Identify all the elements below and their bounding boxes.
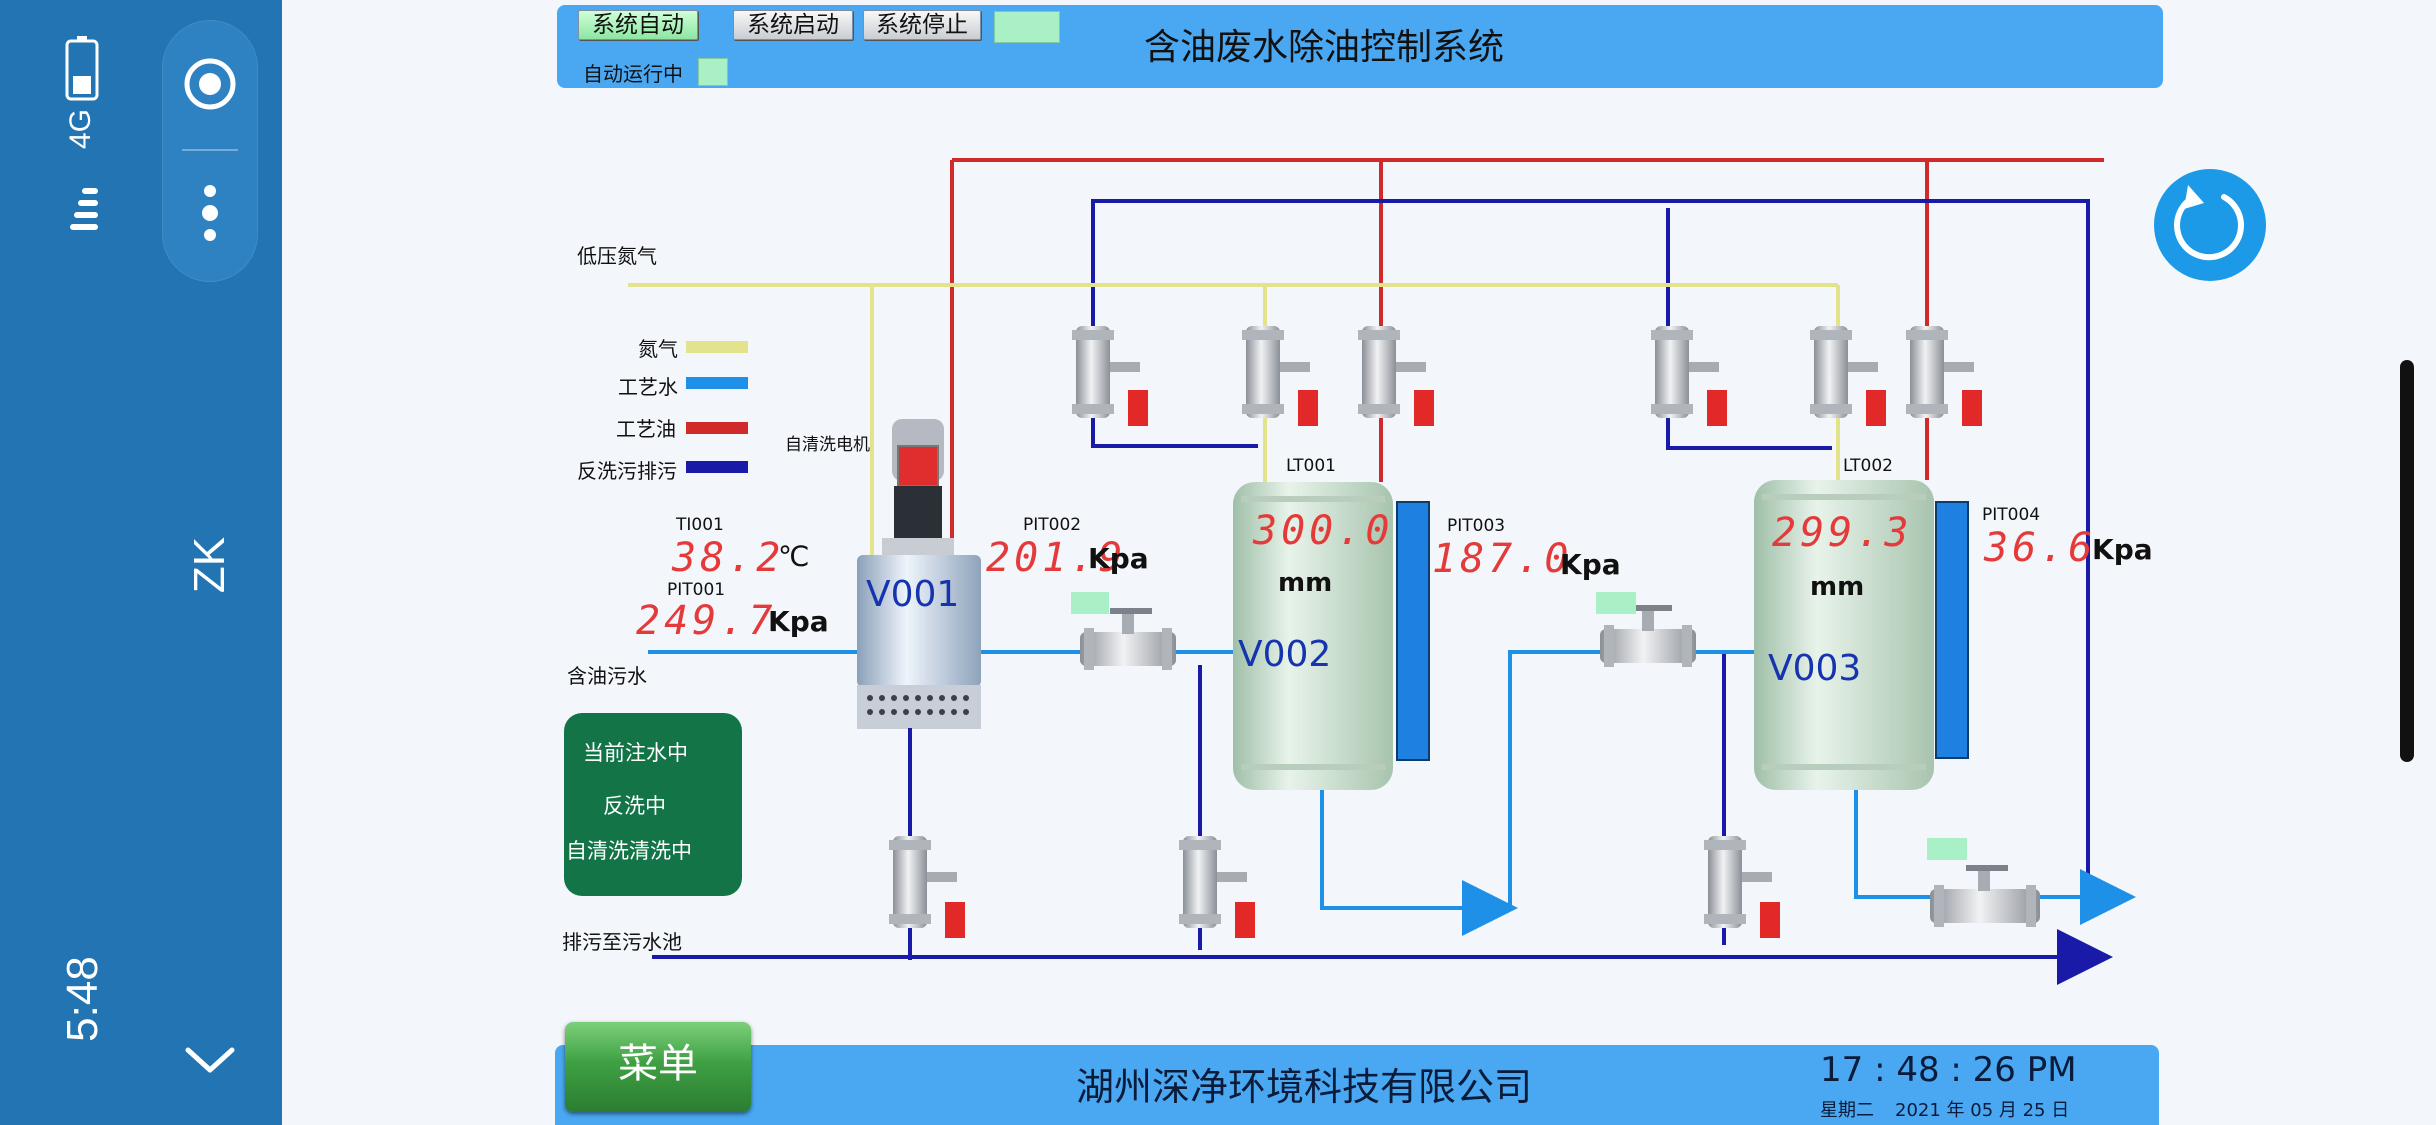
legend-nitrogen-label: 氮气 (638, 337, 678, 361)
legend-process-water-label: 工艺水 (618, 375, 678, 399)
pit004-value: 36.6 (1984, 525, 2097, 571)
auto-running-indicator (698, 58, 728, 86)
lt001-tag: LT001 (1286, 456, 1336, 476)
pit002-unit: Kpa (1088, 542, 1149, 575)
pit001-unit: Kpa (768, 605, 829, 638)
pit002-tag: PIT002 (1023, 515, 1082, 535)
chevron-down-icon[interactable] (182, 1042, 238, 1078)
system-start-button[interactable]: 系统启动 (733, 10, 853, 40)
lt002-value: 299.3 (1772, 510, 1913, 556)
lt002-unit: mm (1810, 572, 1865, 602)
pit003-value: 187.0 (1432, 536, 1573, 582)
side-scrollbar[interactable] (2400, 360, 2414, 762)
vessel-v001-label: V001 (866, 574, 960, 615)
vessel-v003-label: V003 (1768, 648, 1862, 689)
menu-button[interactable]: 菜单 (565, 1022, 751, 1112)
footer-bar (555, 1045, 2159, 1125)
legend-backwash-label: 反洗污排污 (577, 459, 677, 483)
system-state-indicator (994, 11, 1060, 43)
lt002-tag: LT002 (1843, 456, 1893, 476)
pit004-unit: Kpa (2092, 533, 2153, 566)
drain-to-pool-label: 排污至污水池 (562, 930, 682, 954)
oily-wastewater-label: 含油污水 (567, 664, 647, 688)
pit004-tag: PIT004 (1982, 505, 2041, 525)
lt001-value: 300.0 (1253, 508, 1394, 554)
record-icon[interactable] (183, 57, 237, 111)
refresh-button[interactable] (2154, 169, 2266, 281)
more-icon[interactable] (200, 183, 220, 243)
self-clean-motor-label: 自清洗电机 (785, 435, 870, 455)
phone-status-bar: 4G ZK 5:48 (0, 0, 282, 1125)
ti001-tag: TI001 (676, 515, 724, 535)
signal-icon (70, 188, 98, 230)
status-backwash: 反洗中 (603, 794, 666, 818)
status-self-clean: 自清洗清洗中 (566, 839, 692, 863)
system-stop-button[interactable]: 系统停止 (863, 10, 981, 40)
status-filling: 当前注水中 (583, 741, 688, 765)
legend-process-oil-label: 工艺油 (616, 417, 676, 441)
vessel-v002-label: V002 (1238, 634, 1332, 675)
page-title: 含油废水除油控制系统 (1144, 27, 1505, 68)
refresh-icon (2174, 185, 2244, 261)
clock-time: 17 : 48 : 26 PM (1820, 1050, 2077, 1090)
lt001-unit: mm (1278, 568, 1333, 598)
pit002-value: 201.9 (986, 535, 1127, 581)
pit003-unit: Kpa (1560, 548, 1621, 581)
pit001-value: 249.7 (636, 598, 777, 644)
pit001-tag: PIT001 (667, 580, 726, 600)
pit003-tag: PIT003 (1447, 516, 1506, 536)
company-name: 湖州深净环境科技有限公司 (1076, 1065, 1533, 1109)
ti001-unit: ℃ (778, 540, 810, 573)
system-auto-button[interactable]: 系统自动 (578, 10, 698, 40)
clock-weekday: 星期二 (1820, 1100, 1874, 1121)
ti001-value: 38.2 (672, 535, 785, 581)
battery-icon (65, 36, 99, 101)
pill-divider (182, 149, 238, 151)
low-pressure-nitrogen-label: 低压氮气 (577, 244, 657, 268)
status-panel (564, 713, 742, 896)
clock-date: 2021 年 05 月 25 日 (1895, 1100, 2070, 1121)
auto-running-label: 自动运行中 (583, 62, 683, 86)
